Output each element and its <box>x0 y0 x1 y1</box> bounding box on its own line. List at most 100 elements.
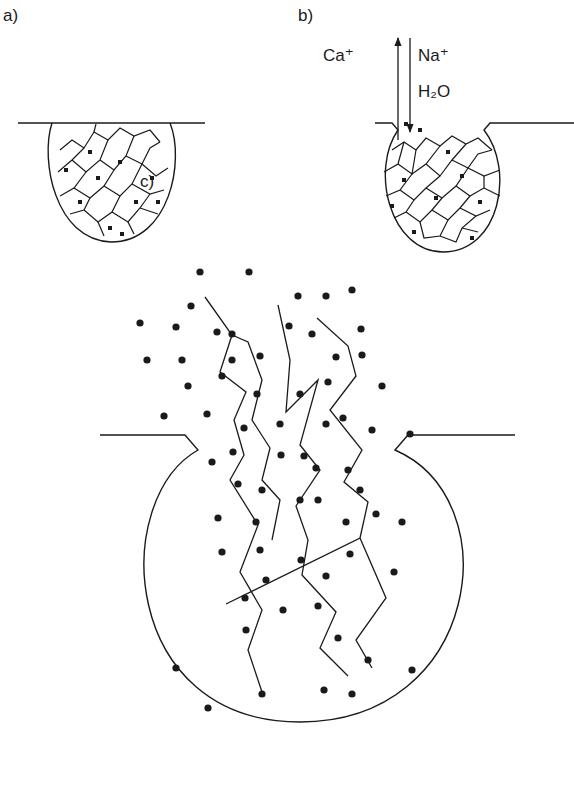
drawing-stroke <box>432 196 470 220</box>
drawing-stroke <box>208 458 215 465</box>
drawing-stroke <box>402 178 406 182</box>
drawing-stroke <box>84 196 120 222</box>
drawing-stroke <box>406 198 442 222</box>
panel-label: b) <box>298 6 313 26</box>
drawing-stroke <box>357 325 364 332</box>
drawing-stroke <box>242 626 249 633</box>
drawing-stroke <box>294 292 301 299</box>
fractured-grain <box>375 123 574 252</box>
drawing-stroke <box>397 38 398 140</box>
drawing-stroke <box>136 319 143 326</box>
drawing-stroke <box>187 302 194 309</box>
drawing-stroke <box>196 268 203 275</box>
drawing-stroke <box>118 160 122 164</box>
drawing-stroke <box>96 176 100 180</box>
drawing-stroke <box>478 200 482 204</box>
drawing-stroke <box>18 122 205 123</box>
drawing-stroke <box>178 356 185 363</box>
drawing-stroke <box>408 666 415 673</box>
ion-label: Na⁺ <box>418 46 449 66</box>
drawing-stroke <box>312 464 319 471</box>
drawing-stroke <box>104 164 142 196</box>
drawing-stroke <box>356 486 363 493</box>
drawing-stroke <box>108 226 112 230</box>
drawing-stroke <box>446 150 450 154</box>
drawing-stroke <box>412 230 416 234</box>
drawing-stroke <box>203 410 210 417</box>
ion-dots <box>136 268 415 711</box>
drawing-stroke <box>48 123 175 242</box>
drawing-stroke <box>245 268 252 275</box>
drawing-stroke <box>356 538 386 668</box>
drawing-stroke <box>375 123 574 252</box>
drawing-stroke <box>440 216 476 242</box>
drawing-stroke <box>426 168 468 198</box>
drawing-stroke <box>348 690 355 697</box>
drawing-stroke <box>300 452 307 459</box>
drawing-stroke <box>308 330 315 337</box>
drawing-stroke <box>398 150 416 174</box>
drawing-stroke <box>468 168 500 176</box>
drawing-stroke <box>406 430 413 437</box>
drawing-stroke <box>143 356 150 363</box>
drawing-stroke <box>120 232 124 236</box>
drawing-stroke <box>390 204 394 208</box>
panel-label: a) <box>3 6 18 26</box>
drawing-stroke <box>100 136 134 170</box>
drawing-stroke <box>172 664 179 671</box>
drawing-stroke <box>358 351 365 358</box>
drawing-stroke <box>460 174 464 178</box>
drawing-stroke <box>348 286 355 293</box>
grain-particles <box>64 150 160 236</box>
drawing-stroke <box>398 518 405 525</box>
drawing-stroke <box>462 228 478 232</box>
drawing-stroke <box>226 318 368 604</box>
drawing-stroke <box>172 323 179 330</box>
drawing-stroke <box>126 142 160 164</box>
panel-label: c) <box>140 172 154 192</box>
drawing-stroke <box>58 148 84 172</box>
drawing-stroke <box>204 704 211 711</box>
drawing-stroke <box>285 322 292 329</box>
drawing-stroke <box>256 546 263 553</box>
drawing-stroke <box>452 150 492 168</box>
drawing-stroke <box>279 606 286 613</box>
drawing-stroke <box>434 196 438 200</box>
drawing-stroke <box>418 128 422 132</box>
drawing-stroke <box>412 146 440 174</box>
drawing-stroke <box>314 602 321 609</box>
drawing-stroke <box>404 122 408 126</box>
drawing-stroke <box>88 150 92 154</box>
drawing-stroke <box>229 448 236 455</box>
drawing-stroke <box>386 174 412 196</box>
grain-particles <box>390 122 482 240</box>
drawing-stroke <box>214 514 221 521</box>
drawing-stroke <box>332 353 339 360</box>
drawing-stroke <box>470 236 474 240</box>
drawing-stroke <box>218 548 225 555</box>
drawing-stroke <box>277 451 284 458</box>
drawing-stroke <box>70 198 90 214</box>
drawing-stroke <box>378 382 385 389</box>
drawing-stroke <box>184 382 191 389</box>
drawing-stroke <box>94 124 96 132</box>
drawing-stroke <box>134 200 138 204</box>
drawing-stroke <box>372 510 379 517</box>
drawing-stroke <box>409 38 410 132</box>
drawing-stroke <box>320 686 327 693</box>
drawing-stroke <box>322 572 329 579</box>
drawing-stroke <box>60 128 160 150</box>
drawing-stroke <box>252 518 259 525</box>
drawing-stroke <box>344 466 351 473</box>
drawing-stroke <box>278 305 348 676</box>
drawing-stroke <box>426 144 466 176</box>
drawing-stroke <box>364 656 371 663</box>
drawing-stroke <box>334 634 341 641</box>
drawing-stroke <box>232 335 280 540</box>
drawing-stroke <box>240 424 247 431</box>
drawing-stroke <box>296 390 303 397</box>
drawing-stroke <box>140 208 158 214</box>
drawing-stroke <box>296 496 303 503</box>
drawing-stroke <box>100 435 515 722</box>
